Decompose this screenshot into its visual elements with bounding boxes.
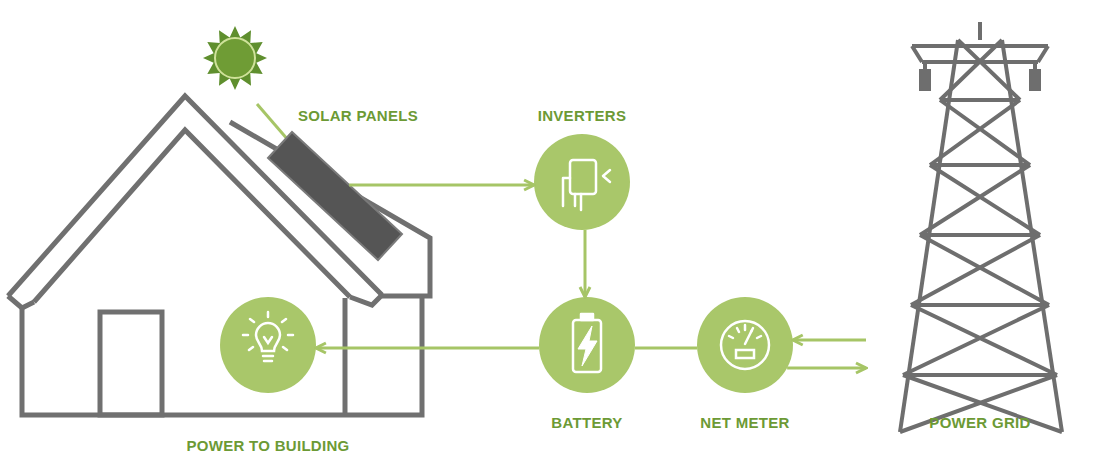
house-outline xyxy=(8,96,430,415)
battery-terminal xyxy=(581,314,593,320)
tower-bracing xyxy=(900,40,1062,432)
power-tower xyxy=(900,22,1062,432)
inverter-cable xyxy=(563,178,570,206)
sun-symbol xyxy=(203,26,267,90)
bulb-base xyxy=(263,356,273,361)
circle-outline xyxy=(220,297,316,393)
component-label: POWER GRID xyxy=(929,414,1030,432)
panel-fill xyxy=(268,132,402,260)
insulator-hanger xyxy=(925,62,1035,70)
battery-body xyxy=(573,320,601,372)
component-label: INVERTERS xyxy=(538,107,627,125)
component-label: POWER TO BUILDING xyxy=(186,437,349,455)
sun-rays xyxy=(203,26,267,90)
meter-ticks xyxy=(729,325,761,338)
meter-dial xyxy=(721,321,769,369)
flow-arrow xyxy=(793,339,866,342)
circle-outline xyxy=(697,297,793,393)
bulb-icon xyxy=(243,312,293,361)
flow-arrow xyxy=(316,347,539,350)
circle-fill xyxy=(534,134,630,230)
roof-eave xyxy=(350,295,382,305)
bulb-filament xyxy=(264,337,272,343)
lightning-bolt xyxy=(578,326,597,366)
flow-arrow xyxy=(584,230,587,297)
inverter-cable xyxy=(575,194,581,210)
side-roof xyxy=(230,122,430,296)
component-label: NET METER xyxy=(700,414,789,432)
inverter-body xyxy=(570,160,596,194)
flow-arrow xyxy=(349,184,534,187)
house-corner xyxy=(343,298,348,415)
circle-fill xyxy=(539,297,635,393)
insulator xyxy=(920,70,930,90)
meter-needle xyxy=(745,330,752,344)
inverter-icon xyxy=(563,160,610,210)
insulator xyxy=(1030,70,1040,90)
panel-outline xyxy=(266,130,406,262)
tower-spire xyxy=(978,22,982,40)
meter-display xyxy=(736,350,754,358)
flow-arrow xyxy=(635,347,697,350)
component-label: SOLAR PANELS xyxy=(298,107,418,125)
bulb-glass xyxy=(256,323,280,351)
inverter-arrow xyxy=(603,170,610,182)
component-circle: NET METER xyxy=(697,297,793,393)
meter-icon xyxy=(721,321,769,369)
component-label: BATTERY xyxy=(551,414,622,432)
bulb-rays xyxy=(243,312,293,350)
flow-arrow xyxy=(787,367,866,370)
component-circle: POWER TO BUILDING xyxy=(220,297,316,393)
house-door xyxy=(100,312,162,415)
component-circle: INVERTERS xyxy=(534,134,630,230)
circle-outline xyxy=(534,134,630,230)
circle-outline xyxy=(539,297,635,393)
component-circle: BATTERY xyxy=(539,297,635,393)
tower-box: POWER GRID xyxy=(866,20,1086,435)
circle-fill xyxy=(697,297,793,393)
battery-icon xyxy=(573,314,601,372)
circle-fill xyxy=(220,297,316,393)
house-walls xyxy=(22,296,422,415)
solar-panel: SOLAR PANELS xyxy=(266,130,406,262)
sun-disc xyxy=(215,38,255,78)
